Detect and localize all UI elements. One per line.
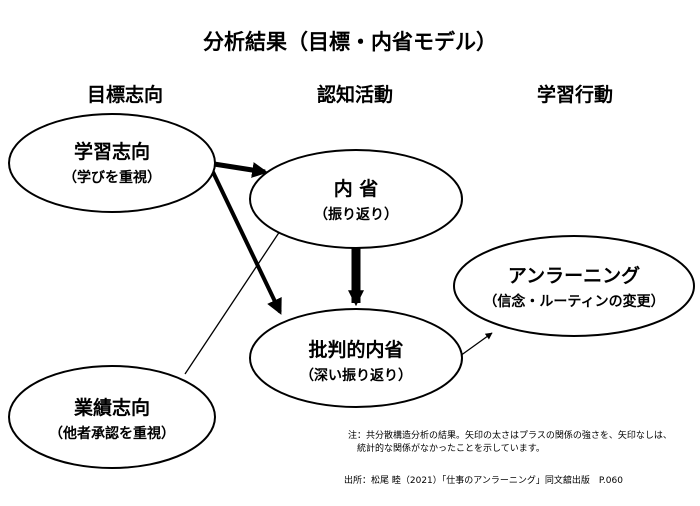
column-header-cognitive-activity: 認知活動 [316,84,393,106]
column-header-learning-behavior: 学習行動 [536,84,613,106]
arrow-performance-to-reflection [184,221,287,375]
arrow-learning-to-critical [210,169,282,315]
node-critical-reflection: 批判的内省 （深い振り返り） [249,308,463,408]
node-critical-reflection-sub: （深い振り返り） [300,367,412,384]
node-learning-goal: 学習志向 （学びを重視） [8,113,216,213]
node-performance-goal-sub: （他者承認を重視） [49,425,175,442]
node-performance-goal: 業績志向 （他者承認を重視） [8,365,216,469]
column-header-goal-orientation: 目標志向 [86,84,163,106]
node-reflection: 内 省 （振り返り） [249,149,463,249]
node-unlearning-sub: （信念・ルーティンの変更） [483,293,664,310]
footnote-line-1: 注：共分散構造分析の結果。矢印の太さはプラスの関係の強さを、矢印なしは、 [348,431,672,441]
node-critical-reflection-label: 批判的内省 [308,338,403,361]
arrow-learning-to-reflection [213,161,269,178]
footnote: 注：共分散構造分析の結果。矢印の太さはプラスの関係の強さを、矢印なしは、 統計的… [348,430,672,456]
diagram-title: 分析結果（目標・内省モデル） [203,30,497,54]
node-learning-goal-label: 学習志向 [74,140,150,163]
node-unlearning: アンラーニング （信念・ルーティンの変更） [453,235,695,337]
node-unlearning-label: アンラーニング [508,264,640,287]
arrow-critical-to-unlearning [459,332,493,357]
node-reflection-label: 内 省 [334,177,379,200]
node-performance-goal-label: 業績志向 [73,396,150,419]
footnote-line-2: 統計的な関係がなかったことを示しています。 [348,444,545,454]
source-citation: 出所：松尾 睦（2021）「仕事のアンラーニング」同文舘出版 P.060 [344,476,623,486]
node-learning-goal-sub: （学びを重視） [63,169,161,186]
node-reflection-sub: （振り返り） [314,206,398,223]
